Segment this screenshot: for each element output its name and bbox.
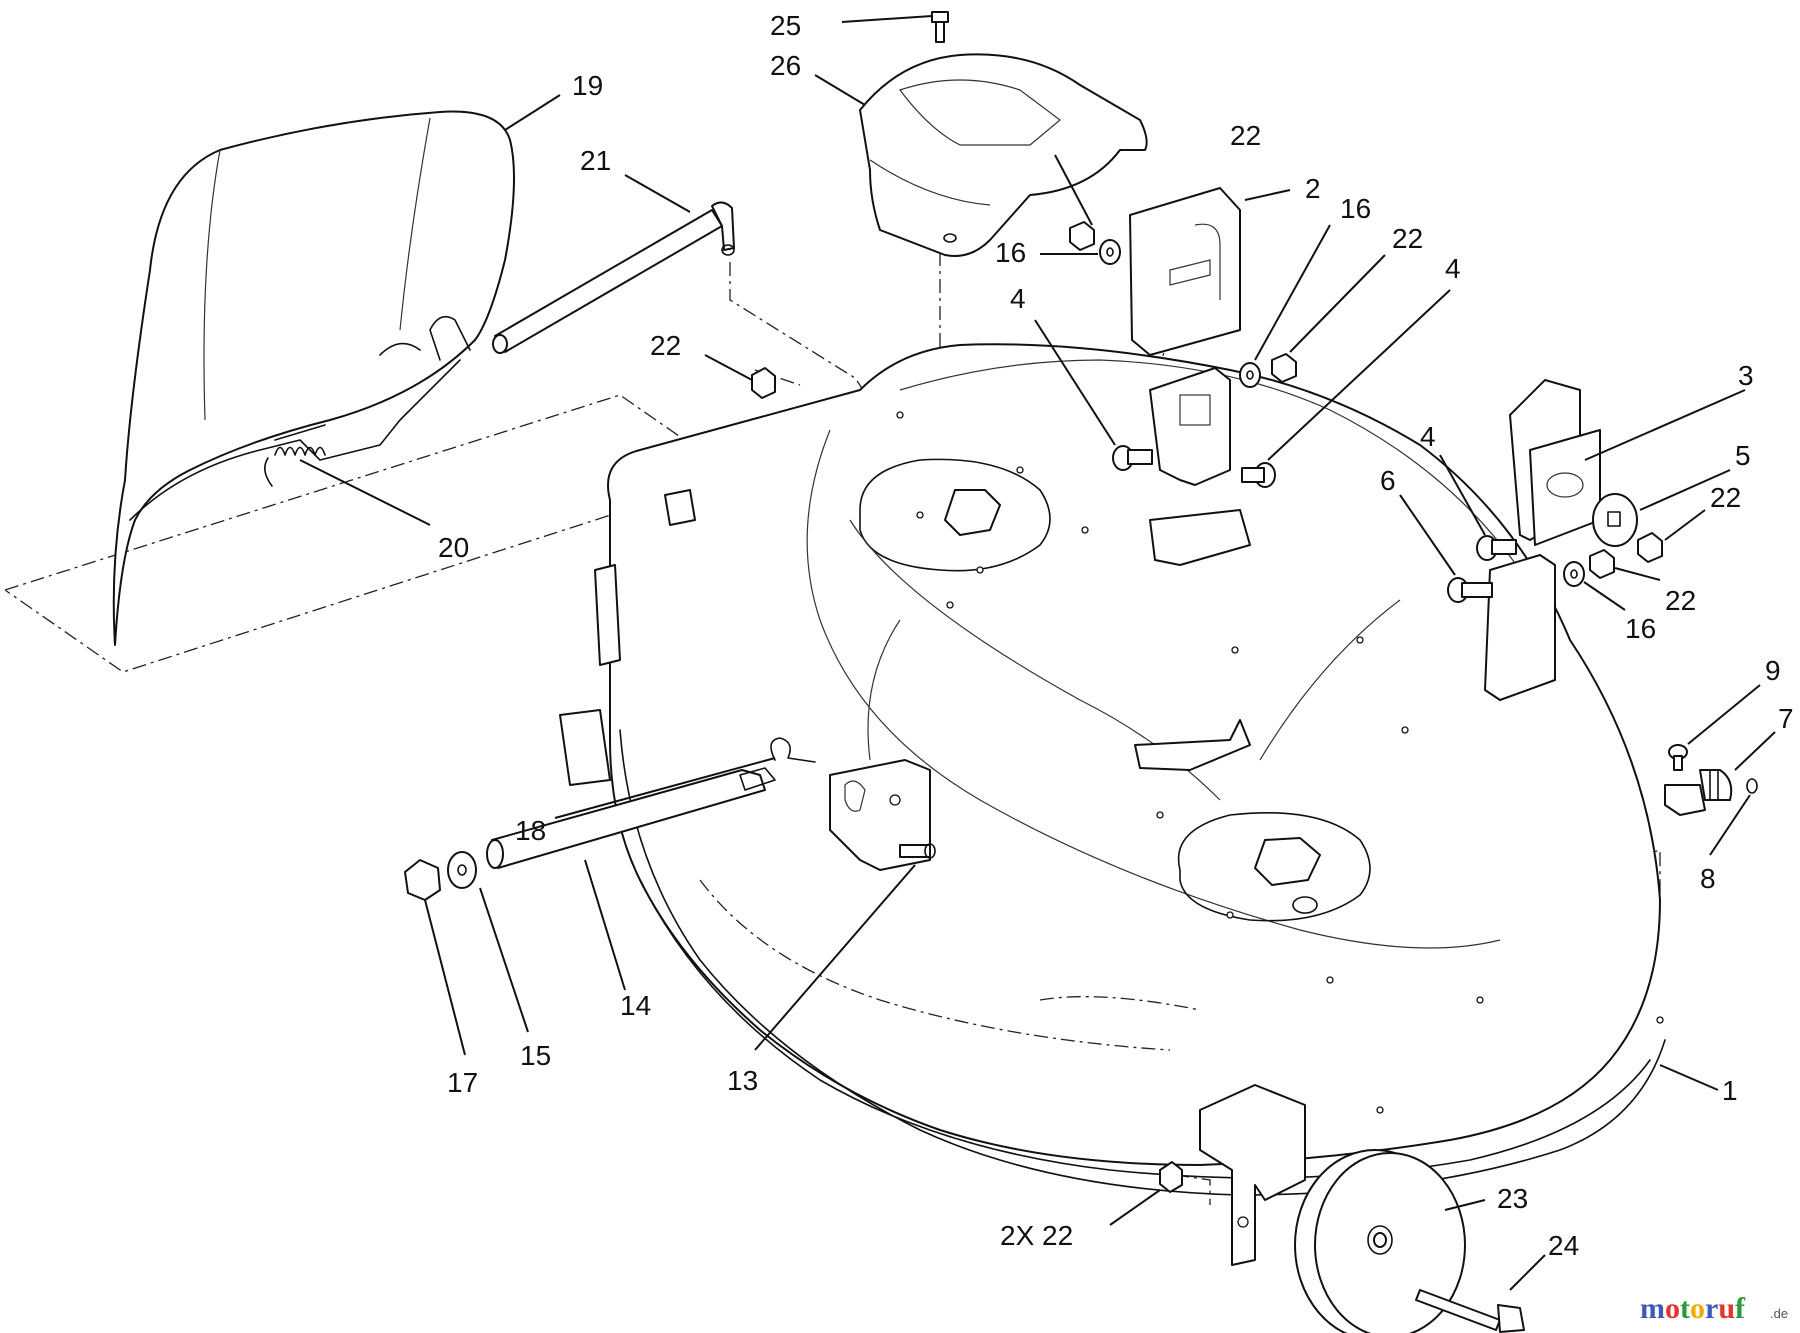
callout-16-right: 16 [1625,613,1656,644]
nut-22c [751,367,776,399]
callout-22-top: 22 [1230,120,1261,151]
callout-8: 8 [1700,863,1716,894]
washer-16a [1099,239,1121,265]
wheel-23 [1294,1149,1466,1333]
callout-25: 25 [770,10,801,41]
deck-holes [896,411,1664,1114]
callout-14: 14 [620,990,651,1021]
nut-17 [404,859,441,901]
bracket-2 [1129,187,1241,356]
callout-26: 26 [770,50,801,81]
leader-lines [299,15,1776,1291]
watermark-letter: r [1705,1292,1718,1325]
spindle-right [1177,812,1371,922]
washer-15 [447,851,477,889]
watermark-letter: o [1665,1292,1680,1325]
watermark-letter: t [1680,1292,1690,1325]
washer-16c [1563,561,1585,587]
bolt-4b [1241,462,1276,488]
bolt-24 [1415,1289,1525,1333]
callout-17: 17 [447,1067,478,1098]
callout-18: 18 [515,815,546,846]
callout-6: 6 [1380,465,1396,496]
callout-9: 9 [1765,655,1781,686]
callout-20: 20 [438,532,469,563]
callout-22-right: 22 [1710,482,1741,513]
oring-8 [1746,778,1758,794]
lever-bracket-13 [829,759,936,871]
watermark-suffix: .de [1770,1306,1788,1321]
deflector-rod [492,201,735,354]
callout-2x-22: 2X 22 [1000,1220,1073,1251]
callout-21: 21 [580,145,611,176]
grass-deflector [112,110,515,646]
callout-5: 5 [1735,440,1751,471]
spindle-left [859,458,1051,572]
fitting-7 [1664,769,1733,816]
nut-22d [1637,532,1663,563]
nut-22a [1069,221,1095,251]
callout-22-lower: 22 [1665,585,1696,616]
hairpin-18 [770,737,816,763]
callout-4-left: 4 [1010,283,1026,314]
callout-19: 19 [572,70,603,101]
callout-3: 3 [1738,360,1754,391]
lower-bracket-left [1149,367,1231,486]
screw-25 [931,11,949,43]
callout-4-mid: 4 [1445,253,1461,284]
watermark-logo: motoruf .de [1640,1292,1788,1325]
callout-13: 13 [727,1065,758,1096]
wheel-bracket [1199,1084,1306,1266]
callout-4-right: 4 [1420,421,1436,452]
callout-16-left: 16 [995,237,1026,268]
nut-22e [1589,549,1615,579]
top-cover [859,53,1148,257]
watermark-letter: m [1640,1292,1665,1325]
adjuster-rod-14 [486,767,776,869]
callout-22-nut: 22 [650,330,681,361]
callout-7: 7 [1778,703,1794,734]
callout-22-mid: 22 [1392,223,1423,254]
nut-22f [1159,1161,1183,1193]
bolt-4c [1476,535,1517,561]
bolt-4a [1112,445,1153,471]
callout-labels: 25 26 19 21 22 2 16 16 22 4 4 22 3 4 5 6… [438,10,1794,1261]
callout-1: 1 [1722,1075,1738,1106]
screw-9 [1668,744,1688,771]
callout-23: 23 [1497,1183,1528,1214]
callout-2: 2 [1305,173,1321,204]
washer-16b [1239,362,1261,388]
callout-16-mid: 16 [1340,193,1371,224]
bracket-3 [1509,379,1601,546]
watermark-letter: f [1735,1292,1746,1325]
deflector-spring [264,424,326,487]
washer-5 [1592,493,1638,547]
bolt-6 [1447,577,1493,603]
watermark-letter: o [1690,1292,1705,1325]
watermark-letter: u [1718,1292,1735,1325]
watermark-text: motoruf [1640,1292,1746,1325]
mower-deck [559,343,1666,1196]
lower-bracket-right [1484,554,1556,701]
nut-22b [1271,353,1297,383]
callout-15: 15 [520,1040,551,1071]
callout-24: 24 [1548,1230,1579,1261]
